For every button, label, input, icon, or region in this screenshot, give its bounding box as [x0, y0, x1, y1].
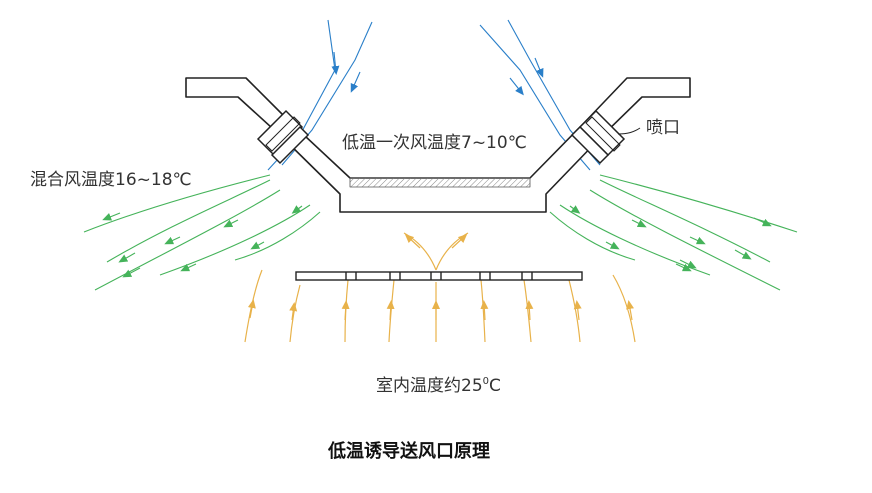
nozzle-label: 喷口 [646, 118, 680, 138]
induced-air-flow-lines [244, 232, 636, 343]
mixed-air-temp-label: 混合风温度16~18℃ [30, 170, 192, 190]
perforated-plate [295, 271, 583, 281]
nozzle-right [570, 109, 626, 165]
nozzle-left [256, 109, 310, 165]
nozzle-callout-line [617, 127, 641, 135]
primary-air-temp-label: 低温一次风温度7~10℃ [342, 133, 527, 153]
room-temp-label: 室内温度约250C [376, 372, 501, 396]
figure-caption: 低温诱导送风口原理 [328, 441, 490, 462]
room-temp-unit: C [489, 376, 501, 396]
room-temp-degree-mark: 0 [482, 376, 490, 387]
room-temp-value: 室内温度约25 [376, 376, 483, 396]
mixed-air-flow-lines [83, 174, 798, 291]
